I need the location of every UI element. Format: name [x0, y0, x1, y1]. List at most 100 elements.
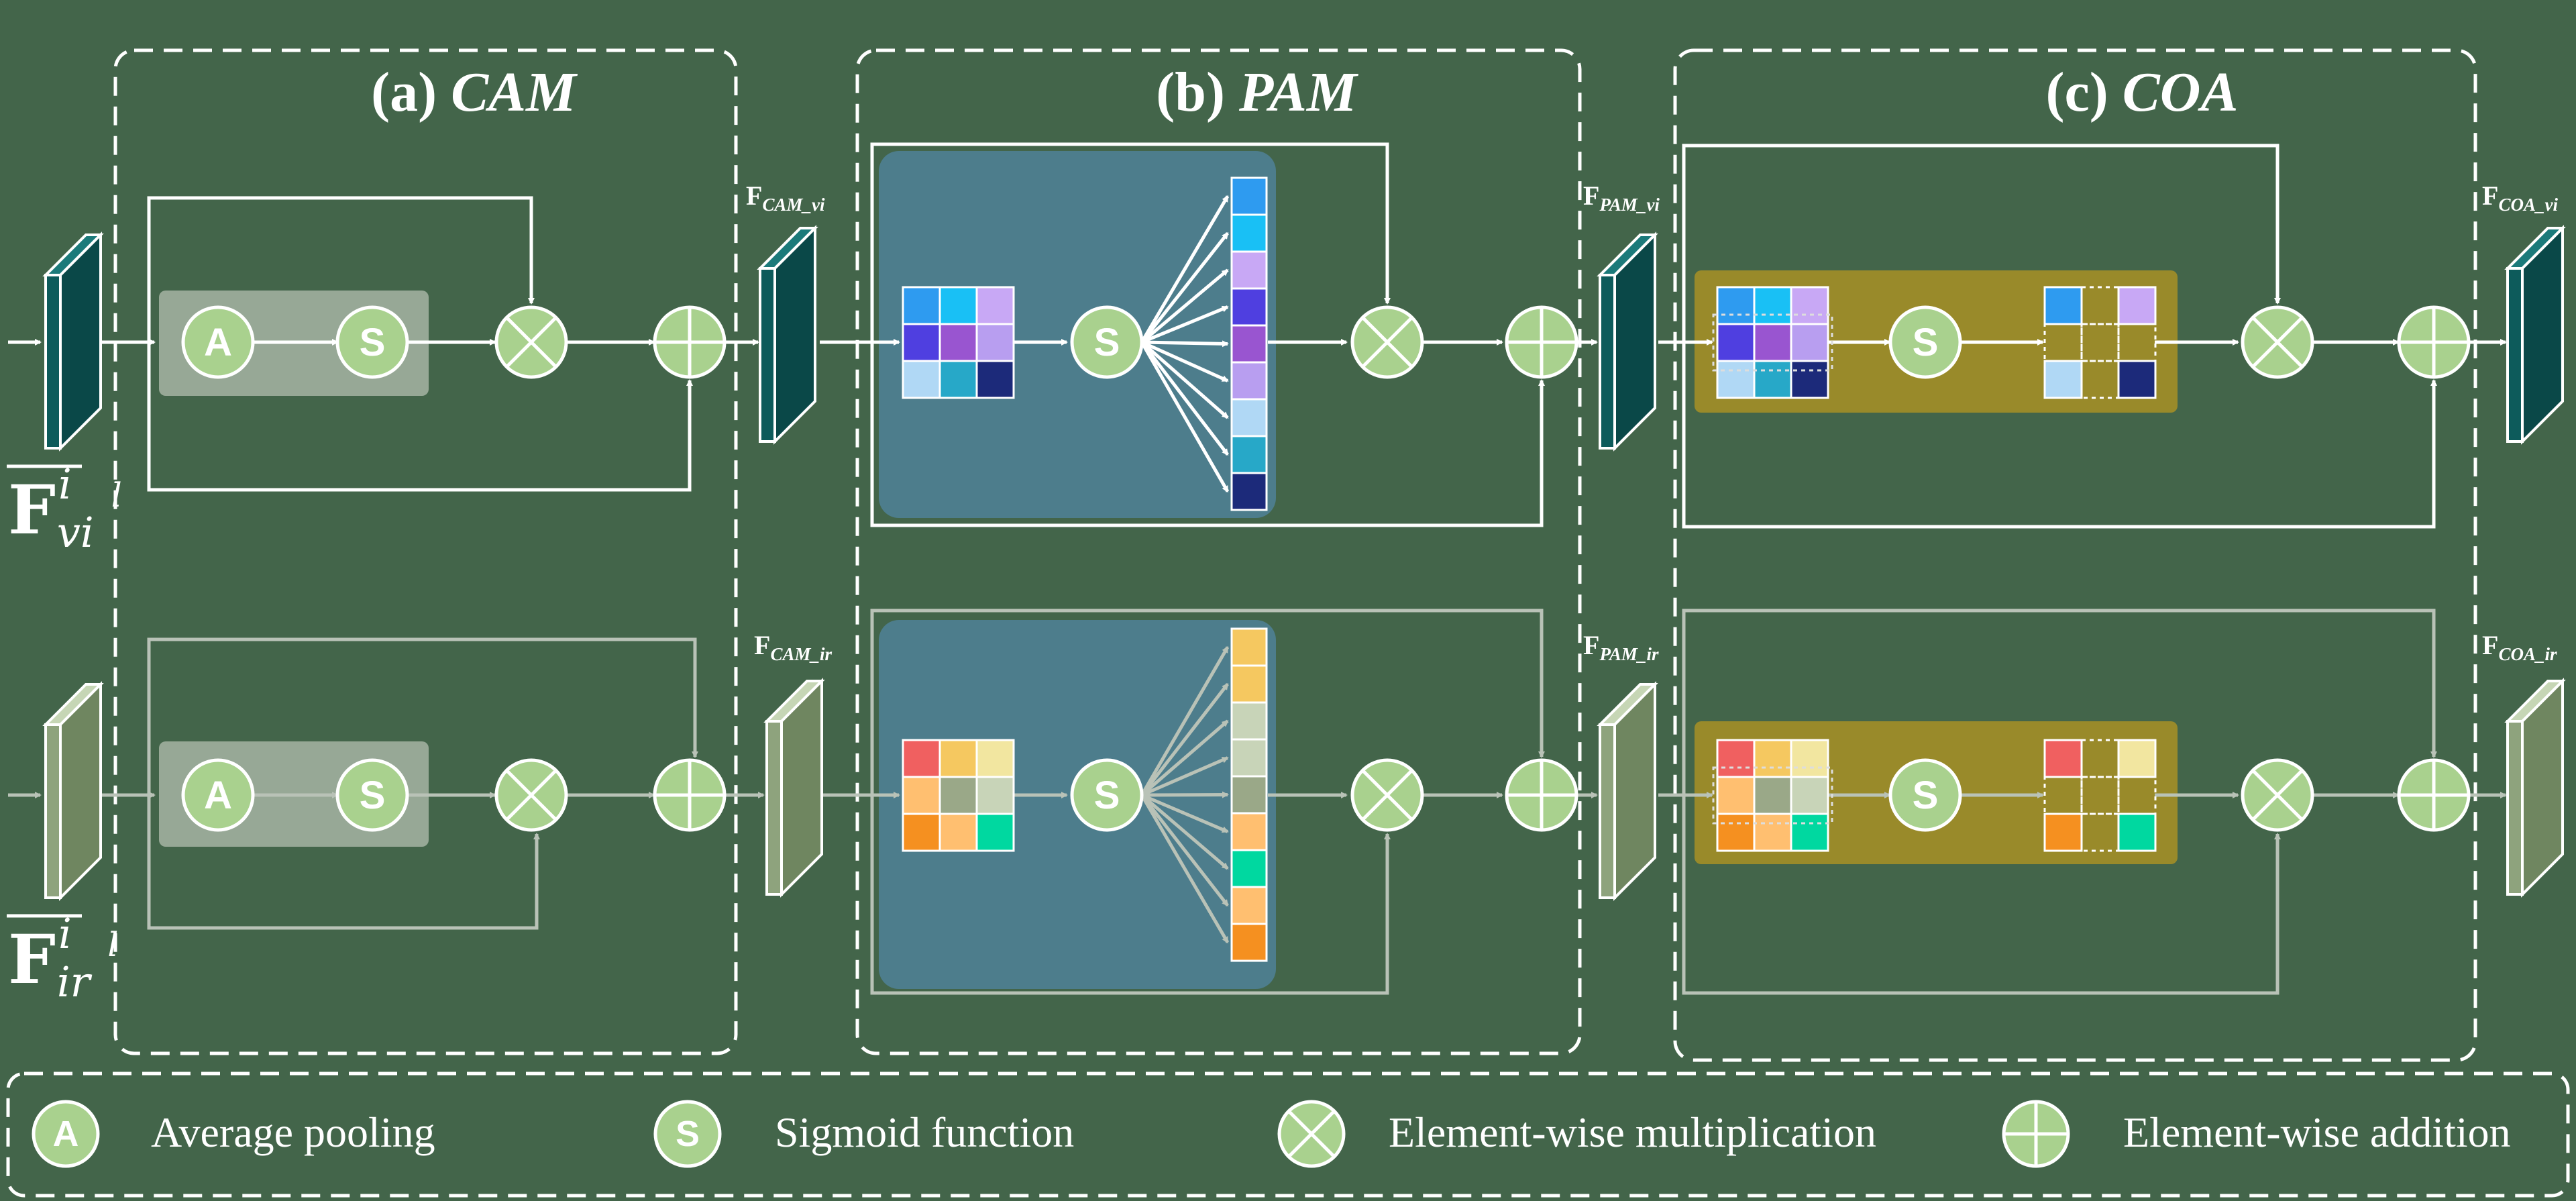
label-f-cam-ir: FCAM_ir [754, 630, 832, 664]
fan-arrow-vi-2 [1140, 268, 1229, 344]
sigmoid-coa-ir-icon-symbol: S [1913, 774, 1939, 817]
wire-ir-cam-skip-top [147, 637, 698, 795]
pam-vi-vector-cell-5 [1230, 361, 1268, 401]
pam-ir-vector-cell-8 [1230, 923, 1268, 962]
coa-vi-grid-cell-1-1 [1753, 323, 1792, 362]
pam-ir-vector-cell-7 [1230, 886, 1268, 925]
legend-avg-pool-icon [32, 1100, 100, 1168]
fan-arrow-vi-3 [1141, 305, 1229, 344]
wire-ir-cam-skip-bottom [147, 795, 540, 930]
cam-module-frame [113, 48, 738, 1055]
pam-ir-grid-cell-1-2 [975, 776, 1015, 815]
fan-arrow-ir-0 [1140, 645, 1230, 796]
multiply-coa-ir-icon-cross [2251, 769, 2304, 821]
coa-vi-selected-cell-0-2 [2117, 286, 2157, 325]
sigmoid-coa-vi-icon [1888, 305, 1962, 379]
wire-ir-coa-skip-bottom [1682, 795, 2281, 995]
connection-lines [8, 142, 2507, 995]
pam-ir-vector-cell-1 [1230, 664, 1268, 704]
pam-vi-grid-cell-1-1 [938, 323, 978, 362]
pam-vi-vector-cell-8 [1230, 472, 1268, 511]
multiply-pam-vi-icon-cross [1361, 316, 1413, 368]
coa-ir-grid-cell-1-1 [1753, 776, 1792, 815]
multiply-pam-ir-icon-cross [1361, 769, 1413, 821]
wire-vi-cam-skip-bottom [147, 342, 693, 492]
pam-ir-vector-cell-2 [1230, 701, 1268, 741]
coa-module-frame [1673, 48, 2477, 1062]
label-f-pam-vi: FPAM_vi [1583, 180, 1660, 215]
cuboid-ir-input-front [44, 723, 62, 899]
pam-vi-grid-cell-0-1 [938, 286, 978, 325]
coa-vi-grid-cell-1-2 [1790, 323, 1829, 362]
wire-ir-pam-skip-top [870, 609, 1545, 795]
coa-vi-grid-cell-2-2 [1790, 360, 1829, 399]
fan-arrow-vi-5 [1140, 340, 1229, 382]
sigmoid-coa-ir-icon [1888, 758, 1962, 832]
avg-pool-vi-icon-symbol: A [204, 321, 232, 364]
sigmoid-cam-ir-icon-symbol: S [360, 774, 386, 817]
coa-ir-grid-cell-2-1 [1753, 813, 1792, 852]
coa-ir-grid-cell-2-2 [1790, 813, 1829, 852]
avg-pool-ir-icon-symbol: A [204, 774, 232, 817]
fan-arrow-ir-7 [1140, 794, 1229, 907]
pam-ir-vector-cell-3 [1230, 738, 1268, 778]
coa-ir-selected-cell-0-2 [2117, 739, 2157, 778]
pam-ir-grid-cell-1-0 [902, 776, 941, 815]
add-coa-ir-icon-plus [2399, 760, 2469, 830]
fan-arrow-ir-5 [1141, 793, 1229, 833]
legend-average-pooling: Average pooling [151, 1108, 435, 1156]
pam-vi-grid-cell-0-2 [975, 286, 1015, 325]
coa-ir-grid-cell-0-2 [1790, 739, 1829, 778]
fan-arrow-ir-3 [1141, 756, 1229, 797]
avg-pool-ir-icon [181, 758, 255, 832]
attention-grids [902, 176, 2157, 962]
cuboid-f-coa-ir-front [2506, 720, 2524, 896]
coa-ir-grid-cell-0-1 [1753, 739, 1792, 778]
cuboid-f-coa-vi-front [2506, 267, 2524, 443]
sigmoid-pam-vi-icon-symbol: S [1094, 321, 1120, 364]
pam-vi-vector-cell-0 [1230, 176, 1268, 216]
coa-vi-grid-highlight [1712, 313, 1833, 372]
coa-ir-selected-cell-2-1 [2080, 813, 2120, 852]
coa-ir-grid-cell-1-0 [1716, 776, 1756, 815]
sigmoid-cam-vi-icon [335, 305, 409, 379]
wire-vi-cam-skip-top [147, 196, 535, 342]
fan-arrow-vi-0 [1140, 195, 1230, 344]
add-coa-vi-icon-plus [2399, 307, 2469, 377]
wire-vi-coa-skip-bottom [1682, 342, 2437, 529]
coa-ir-grid-cell-2-0 [1716, 813, 1756, 852]
wire-vi-pam-skip-bottom [870, 342, 1545, 527]
sigmoid-cam-vi-icon-symbol: S [360, 321, 386, 364]
avg-pool-vi-icon [181, 305, 255, 379]
legend-avg-pool-icon-symbol: A [53, 1114, 79, 1154]
legend-addition: Element-wise addition [2123, 1108, 2511, 1156]
multiply-cam-vi-icon-cross [505, 316, 557, 368]
legend-add-icon-plus [2004, 1102, 2068, 1166]
pam-ir-grid-cell-2-0 [902, 813, 941, 852]
pam-module-frame [855, 48, 1582, 1055]
coa-vi-grid-cell-2-1 [1753, 360, 1792, 399]
coa-vi-grid-cell-0-1 [1753, 286, 1792, 325]
coa-vi-grid-cell-0-2 [1790, 286, 1829, 325]
pam-vi-grid-cell-2-0 [902, 360, 941, 399]
fan-arrow-vi-7 [1140, 341, 1229, 456]
sigmoid-pam-ir-icon-symbol: S [1094, 774, 1120, 817]
pam-vi-grid-cell-2-2 [975, 360, 1015, 399]
pam-vi-grid-cell-2-1 [938, 360, 978, 399]
add-pam-ir-icon-plus [1507, 760, 1576, 830]
pam-vi-vector-cell-6 [1230, 398, 1268, 437]
pam-ir-vector-cell-6 [1230, 849, 1268, 888]
fan-arrow-ir-8 [1140, 794, 1230, 944]
fan-arrow-ir-4 [1141, 791, 1229, 798]
pam-vi-vector-cell-7 [1230, 435, 1268, 474]
coa-title: (c) COA [2046, 61, 2239, 123]
wire-ir-coa-skip-top [1682, 609, 2437, 795]
legend-multiplication: Element-wise multiplication [1389, 1108, 1876, 1156]
sigmoid-cam-ir-icon [335, 758, 409, 832]
pam-ir-grid-cell-1-1 [938, 776, 978, 815]
wire-vi-coa-skip-top [1682, 144, 2281, 342]
legend-sigmoid-icon [653, 1100, 722, 1168]
label-f-cam-vi: FCAM_vi [746, 180, 825, 215]
